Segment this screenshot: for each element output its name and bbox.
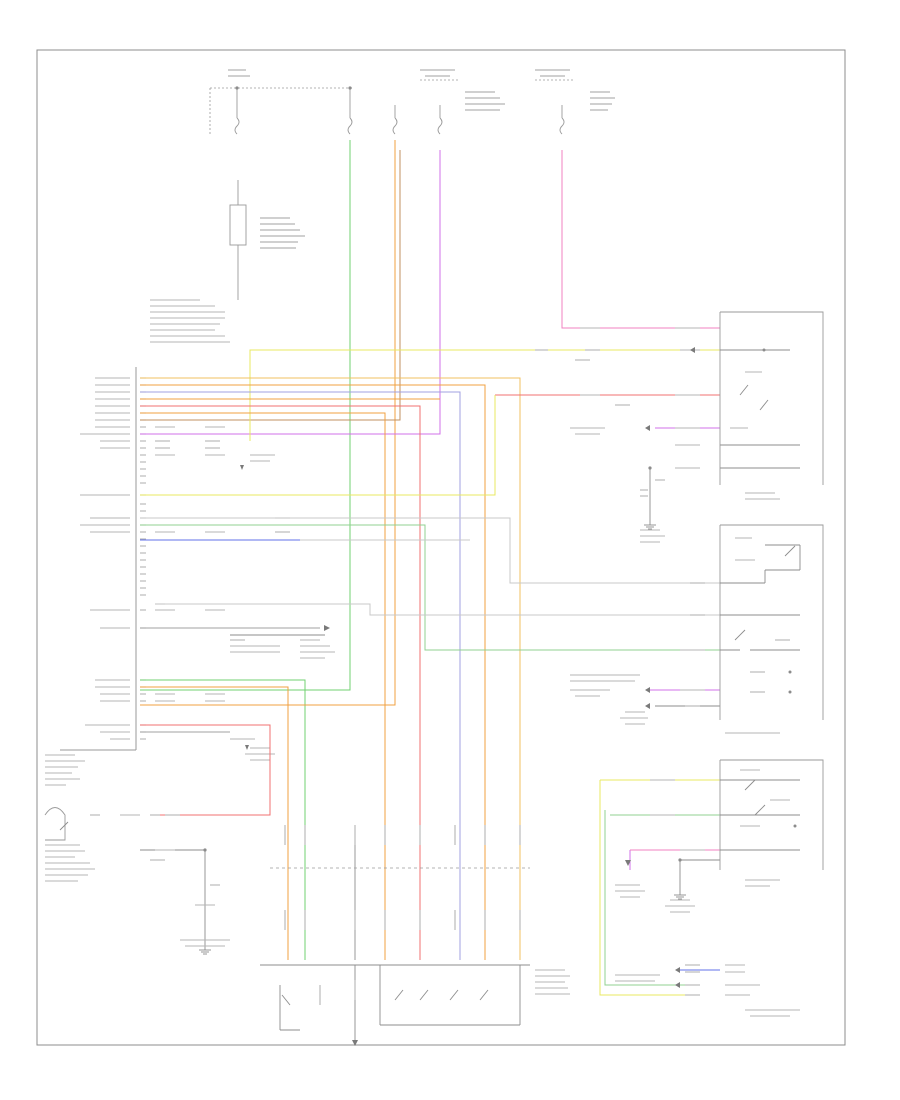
power-feed-section [209,69,615,300]
transfer-case-control-module [45,299,335,786]
connector-arrow-icons [240,347,695,1046]
electronic-shift-motor [44,807,230,947]
wire-orange-2 [140,686,289,960]
wire-group [140,140,720,996]
wire-yellow [249,349,720,441]
4wd-switch-box [535,311,824,543]
wire-green-3 [140,524,720,651]
fuse-icon [234,88,240,135]
wire-yellow-2 [140,395,496,496]
wire-gray [140,517,720,584]
wire-purple [140,150,441,435]
wire-green [140,140,351,691]
wire-orange-3 [140,377,521,960]
mode-switch-box [570,524,824,734]
wire-orange [140,140,396,706]
junction-dots [203,86,682,862]
ground-icon [674,894,686,900]
ground-lines [140,444,800,1040]
wire-orange-4 [140,384,486,960]
wire-yellow-3 [599,780,700,996]
fuse-icon [347,88,353,135]
wire-gray-3 [155,603,720,616]
fuse-icon [437,105,443,135]
wire-green-2 [140,679,306,960]
ground-icon [644,524,656,530]
wire-green-5 [604,810,700,986]
wire-pink [561,150,720,329]
fuse-icon [559,105,565,135]
lower-switch-box [615,759,824,1017]
wire-brown [140,150,401,421]
ground-icon [199,949,211,955]
diode-module [229,204,247,246]
wire-red [140,405,421,960]
wire-blue [140,391,461,960]
diagram-frame [36,49,846,1046]
wire-orange-6 [140,412,386,960]
transfer-case-switch-icons [281,989,489,1006]
wire-pink-2 [140,724,271,816]
fuse-icon [392,105,398,135]
